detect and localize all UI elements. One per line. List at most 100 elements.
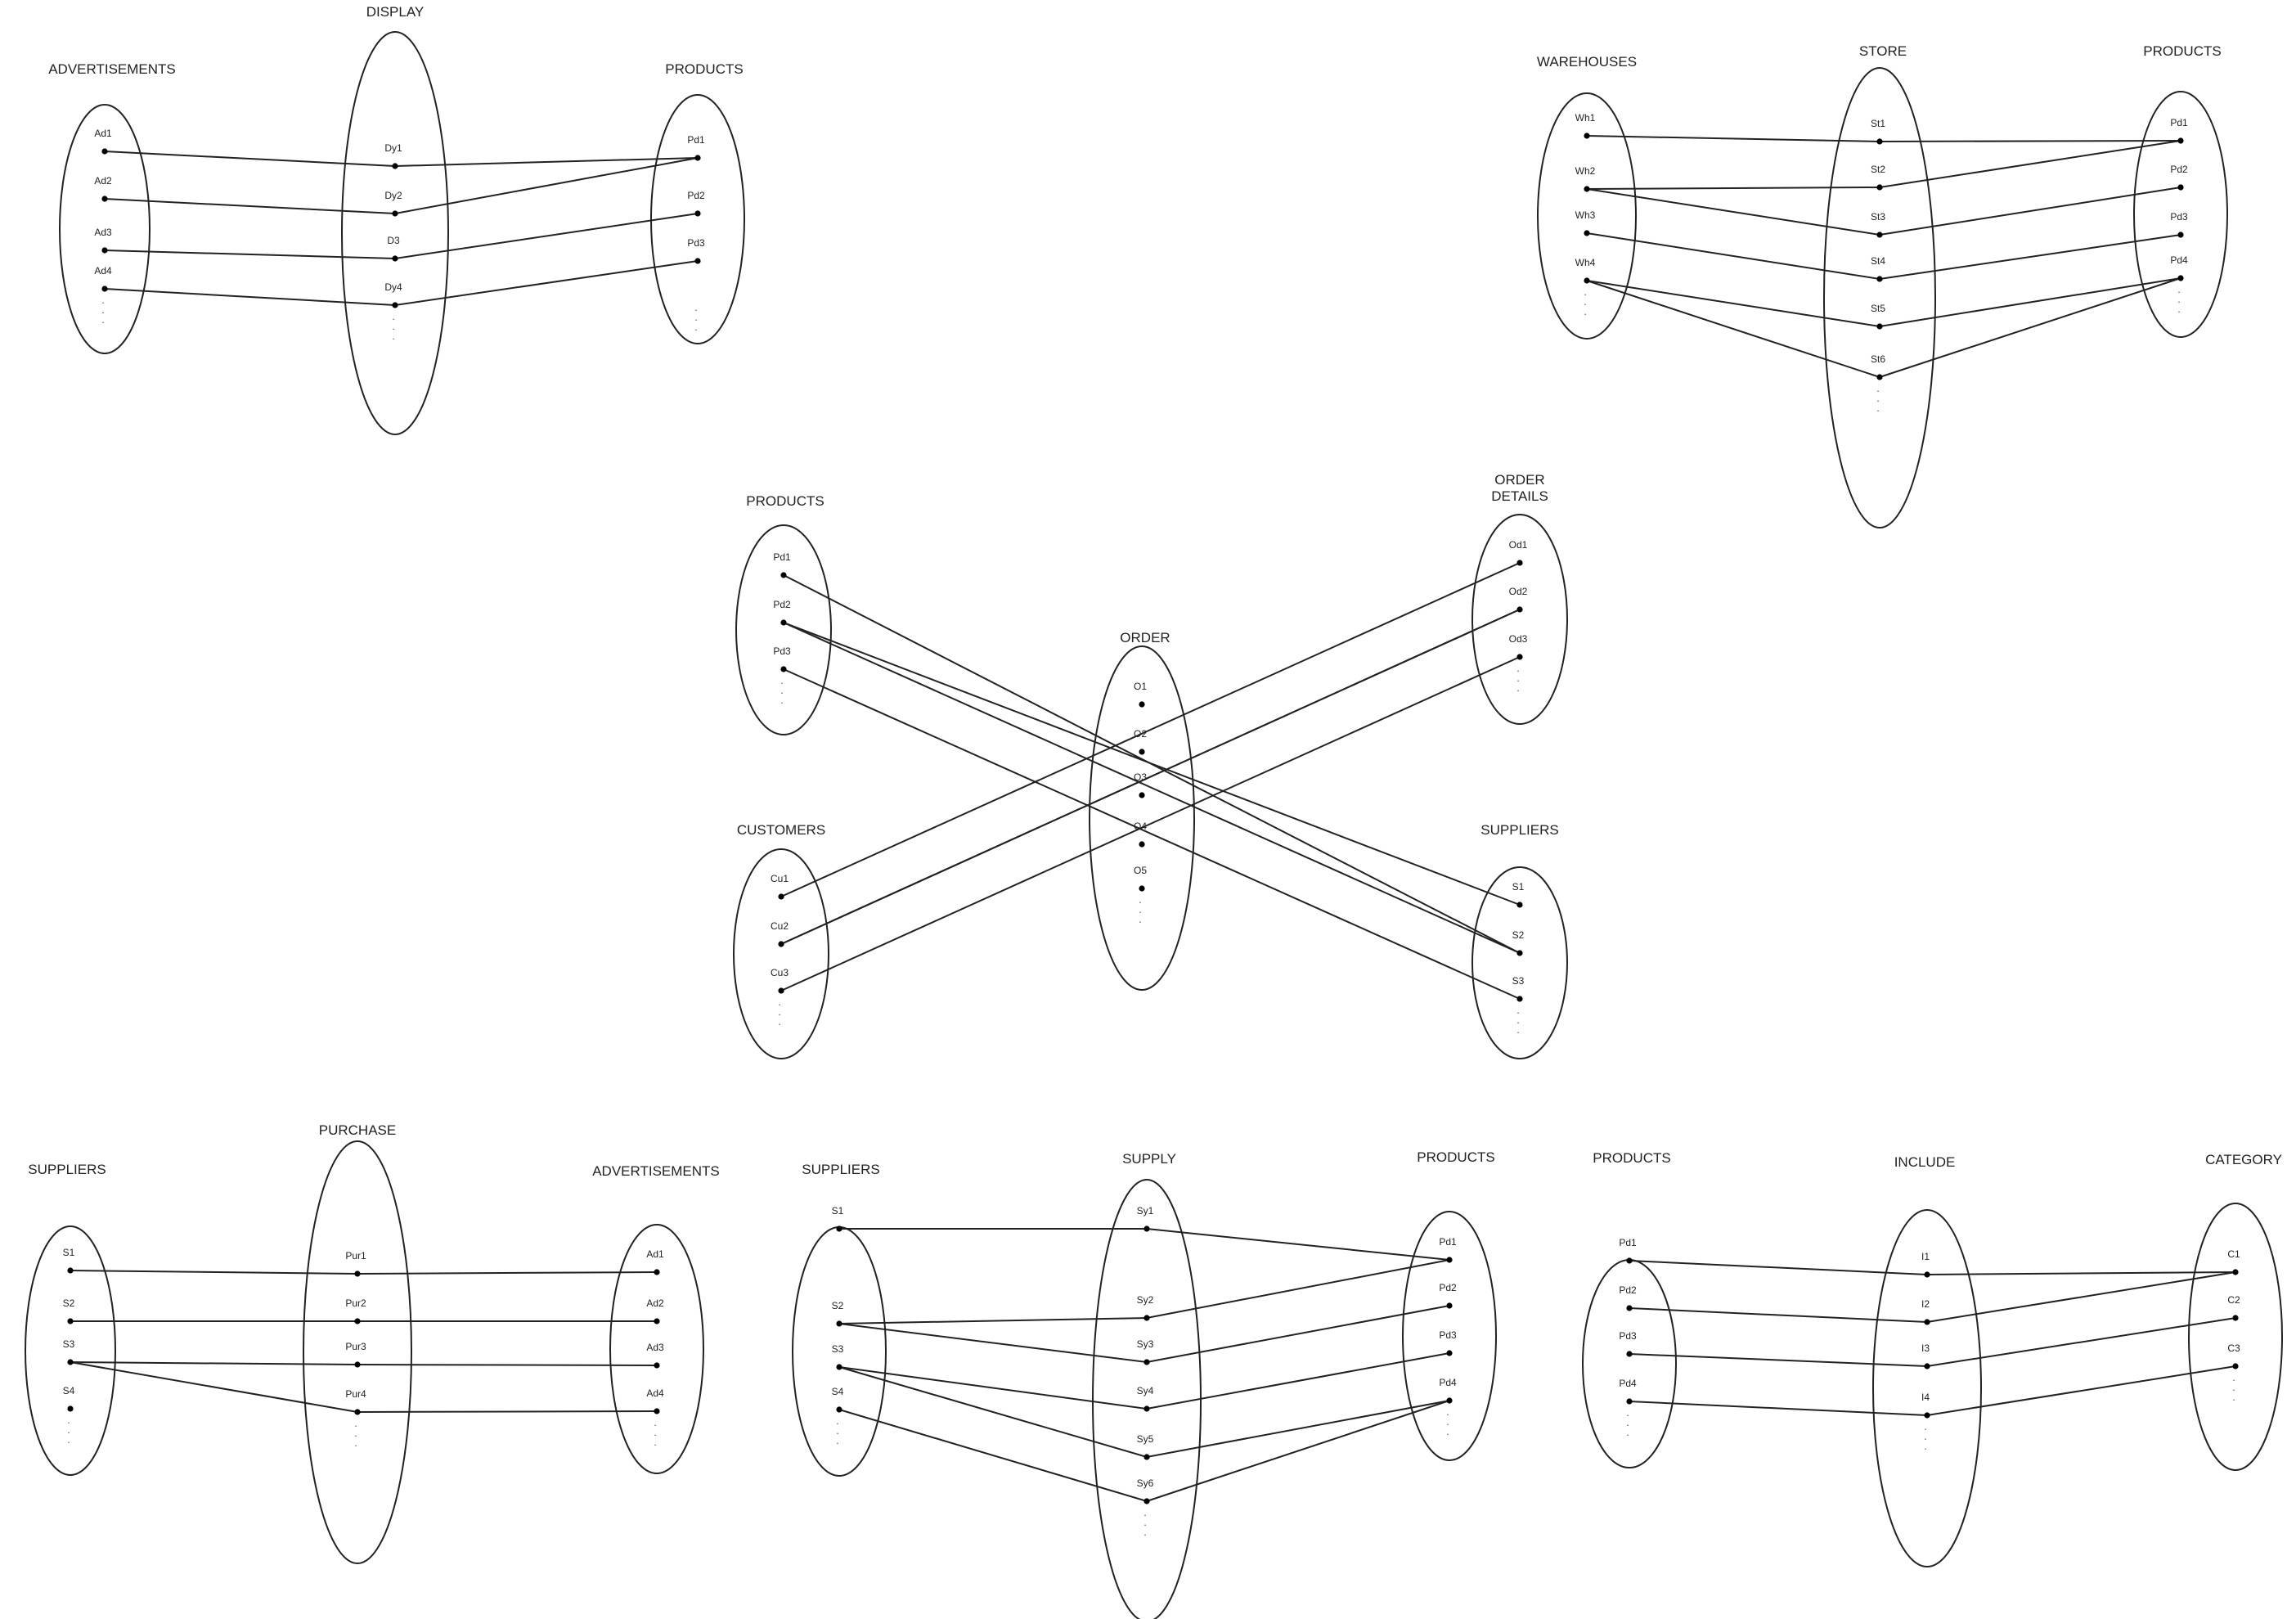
element-dot xyxy=(1924,1319,1930,1325)
element-label: St4 xyxy=(1871,255,1885,267)
element-label: S1 xyxy=(1512,881,1525,893)
element-label: Sy4 xyxy=(1137,1385,1154,1396)
set-oval xyxy=(1537,92,1637,340)
ellipsis-mark: . xyxy=(2232,1381,2235,1393)
element-dot xyxy=(1144,1405,1150,1412)
set-title: WAREHOUSES xyxy=(1537,54,1637,70)
link-pu0-ad0 xyxy=(357,1271,658,1275)
element-label: I4 xyxy=(1921,1392,1930,1403)
ellipsis-mark: . xyxy=(1876,382,1880,394)
element-dot xyxy=(1144,1225,1150,1232)
element-dot xyxy=(836,1364,842,1370)
element-label: O3 xyxy=(1134,771,1147,783)
set-title: SUPPLY xyxy=(1122,1151,1176,1167)
set-products: PRODUCTSPd1Pd2Pd3Pd4... xyxy=(2133,43,2228,338)
element-label: Sy3 xyxy=(1137,1338,1154,1350)
ellipsis-mark: . xyxy=(354,1427,357,1439)
set-title: CATEGORY xyxy=(2205,1152,2282,1167)
set-purchase: PURCHASEPur1Pur2Pur3Pur4... xyxy=(303,1122,412,1564)
element-dot xyxy=(1584,133,1590,139)
element-dot xyxy=(2232,1269,2239,1275)
set-oval xyxy=(650,94,745,344)
ellipsis-mark: . xyxy=(67,1433,70,1446)
element-label: I3 xyxy=(1921,1342,1930,1354)
set-title: ORDER xyxy=(1120,630,1170,645)
element-label: Wh4 xyxy=(1575,257,1596,268)
set-title: PURCHASE xyxy=(319,1122,396,1138)
set-oval xyxy=(1402,1211,1497,1461)
element-dot xyxy=(1144,1454,1150,1460)
ellipsis-mark: . xyxy=(101,304,105,316)
element-label: C1 xyxy=(2227,1248,2240,1260)
ellipsis-mark: . xyxy=(2177,283,2181,295)
element-label: Cu1 xyxy=(771,873,789,884)
set-oval xyxy=(1092,1179,1202,1619)
element-dot xyxy=(101,196,108,202)
element-dot xyxy=(1446,1257,1453,1263)
set-title: PRODUCTS xyxy=(1593,1150,1670,1166)
element-dot xyxy=(101,286,108,292)
element-dot xyxy=(1626,1351,1633,1357)
element-label: St5 xyxy=(1871,303,1885,314)
element-dot xyxy=(1516,560,1523,566)
element-label: St1 xyxy=(1871,118,1885,129)
set-oval xyxy=(735,524,832,735)
element-dot xyxy=(780,666,787,672)
link-su1-sy2 xyxy=(838,1323,1148,1363)
set-title: PRODUCTS xyxy=(665,61,743,77)
set-title: CUSTOMERS xyxy=(737,822,825,838)
element-dot xyxy=(1626,1305,1633,1311)
element-label: Dy4 xyxy=(384,281,402,293)
ellipsis-mark: . xyxy=(1144,1526,1147,1538)
element-label: Ad3 xyxy=(94,227,112,238)
ellipsis-mark: . xyxy=(780,694,784,706)
set-title: PRODUCTS xyxy=(2143,43,2221,59)
element-label: Pd2 xyxy=(687,190,705,201)
diagram-supply: SUPPLIERSS1S2S3S4...SUPPLYSy1Sy2Sy3Sy4Sy… xyxy=(792,1149,1497,1619)
element-dot xyxy=(694,155,701,161)
element-dot xyxy=(392,210,398,217)
diagram-display-sets: ADVERTISEMENTSAd1Ad2Ad3Ad4...DISPLAYDy1D… xyxy=(48,4,745,435)
ellipsis-mark: . xyxy=(1626,1426,1629,1438)
element-dot xyxy=(1584,230,1590,236)
element-label: O1 xyxy=(1134,681,1147,692)
element-dot xyxy=(2177,232,2184,238)
element-dot xyxy=(654,1362,660,1369)
set-suppliers: SUPPLIERSS1S2S3S4... xyxy=(25,1162,116,1476)
link-ads1-dy1 xyxy=(104,198,396,214)
link-ads2-dy2 xyxy=(104,250,396,259)
link-sy4-pd3 xyxy=(1146,1400,1450,1458)
set-oval xyxy=(341,31,449,435)
ellipsis-mark: . xyxy=(1144,1516,1147,1528)
ellipsis-mark: . xyxy=(836,1424,839,1437)
ellipsis-mark: . xyxy=(778,996,781,1008)
set-products: PRODUCTSPd1Pd2Pd3... xyxy=(735,493,832,735)
set-title: ADVERTISEMENTS xyxy=(592,1163,720,1179)
ellipsis-mark: . xyxy=(354,1437,357,1449)
element-dot xyxy=(1626,1257,1633,1264)
element-dot xyxy=(101,247,108,254)
set-products: PRODUCTSPd1Pd2Pd3... xyxy=(650,61,745,344)
element-label: I2 xyxy=(1921,1298,1930,1310)
element-label: O4 xyxy=(1134,821,1147,832)
ellipsis-mark: . xyxy=(392,330,395,342)
ellipsis-mark: . xyxy=(392,310,395,322)
link-st5-pd3 xyxy=(1879,277,2181,378)
element-dot xyxy=(67,1267,74,1274)
set-order-details: ORDERDETAILSOd1Od2Od3... xyxy=(1472,472,1568,725)
element-label: Cu3 xyxy=(771,967,789,978)
element-label: St6 xyxy=(1871,353,1885,365)
element-label: O2 xyxy=(1134,728,1147,740)
element-dot xyxy=(67,1405,74,1412)
ellipsis-mark: . xyxy=(1876,402,1880,414)
element-label: Pd1 xyxy=(1439,1236,1457,1248)
link-pd1-su1 xyxy=(783,622,1521,954)
ellipsis-mark: . xyxy=(1139,903,1142,915)
link-sy1-pd0 xyxy=(1146,1259,1450,1319)
element-dot xyxy=(1144,1359,1150,1365)
link-pd0-in0 xyxy=(1629,1260,1928,1275)
link-dy2-pd1 xyxy=(394,213,699,259)
diagram-supply-links xyxy=(838,1228,1450,1502)
